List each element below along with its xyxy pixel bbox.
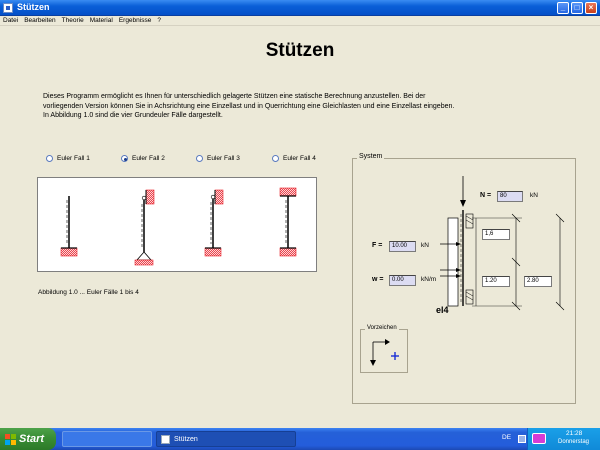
window-title: Stützen [17,2,50,12]
clock-time: 21:28 [566,430,583,437]
title-bar[interactable]: Stützen _ □ × [0,0,600,16]
menu-bearbeiten[interactable]: Bearbeiten [24,17,56,24]
w-label: w = [372,276,384,283]
intro-text: Dieses Programm ermöglicht es Ihnen für … [43,92,523,121]
close-button[interactable]: × [585,2,597,14]
n-input[interactable]: 80 [497,191,523,202]
dim-bottom-input[interactable]: 1.20 [482,276,510,287]
f-label: F = [372,242,383,249]
n-unit: kN [530,192,538,199]
radio-dot[interactable] [196,155,203,162]
dim-total-input[interactable]: 2.80 [524,276,552,287]
sign-convention-icon [370,339,399,366]
app-window-icon [161,434,170,444]
euler-case-1 [60,196,78,257]
minimize-button[interactable]: _ [557,2,569,14]
taskbar-app-button[interactable]: Stützen [156,431,296,447]
vorzeichen-title: Vorzeichen [365,325,399,331]
euler-case-3 [204,189,224,257]
menu-ergebnisse[interactable]: Ergebnisse [118,17,152,24]
dim-top-input[interactable]: 1,6 [482,229,510,240]
taskbar-app-label: Stützen [174,435,198,443]
radio-euler-1[interactable]: Euler Fall 1 [46,155,90,162]
maximize-button[interactable]: □ [571,2,583,14]
euler-case-2 [134,189,155,266]
menu-theorie[interactable]: Theorie [61,17,84,24]
radio-dot[interactable] [46,155,53,162]
radio-dot[interactable] [121,155,128,162]
radio-label: Euler Fall 3 [207,155,240,162]
page-title: Stützen [265,40,335,61]
f-input[interactable]: 10.00 [389,241,416,252]
taskbar: Start Stützen DE 21:28 Donnerstag [0,428,600,450]
menu-material[interactable]: Material [89,17,113,24]
menu-datei[interactable]: Datei [3,17,19,24]
radio-label: Euler Fall 1 [57,155,90,162]
w-input[interactable]: 0.00 [389,275,416,286]
language-indicator[interactable]: DE [502,434,512,441]
system-drawing [440,176,565,311]
keyboard-icon[interactable] [518,435,526,443]
euler-cases-figure [37,177,317,272]
w-unit: kN/m [421,276,437,283]
windows-logo-icon [5,433,16,445]
radio-euler-2[interactable]: Euler Fall 2 [121,155,165,162]
system-panel: System [352,153,576,404]
euler-cases-drawing [60,187,297,266]
tray-app-icon[interactable] [532,433,546,444]
intro-line-2: vorliegenden Version können Sie in Achsr… [43,102,455,110]
app-icon[interactable] [3,3,13,13]
quick-launch-bar[interactable] [62,431,152,447]
radio-euler-4[interactable]: Euler Fall 4 [272,155,316,162]
intro-line-1: Dieses Programm ermöglicht es Ihnen für … [43,93,426,100]
radio-label: Euler Fall 4 [283,155,316,162]
radio-label: Euler Fall 2 [132,155,165,162]
menu-help[interactable]: ? [157,17,161,24]
system-tray: 21:28 Donnerstag [527,428,600,450]
menu-bar: Datei Bearbeiten Theorie Material Ergebnisse… [0,16,600,26]
figure-caption: Abbildung 1.0 ... Euler Fälle 1 bis 4 [38,289,139,296]
n-label: N = [480,192,492,199]
vorzeichen-panel: Vorzeichen [360,325,408,373]
start-label: Start [19,433,45,445]
system-title: System [357,153,385,160]
euler-case-4 [279,187,297,257]
start-button[interactable]: Start [0,428,56,450]
element-label: el4 [436,305,449,315]
intro-line-3: In Abbildung 1.0 sind die vier Grundeule… [43,112,223,119]
f-unit: kN [421,242,429,249]
radio-euler-3[interactable]: Euler Fall 3 [196,155,240,162]
radio-dot[interactable] [272,155,279,162]
clock-day: Donnerstag [558,439,590,445]
